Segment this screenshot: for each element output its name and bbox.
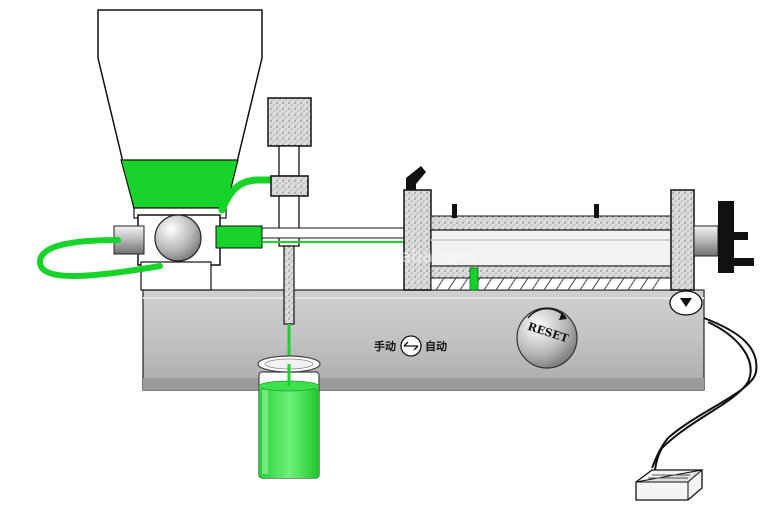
valve-block [113, 214, 221, 291]
manual-label: 手动 [374, 339, 396, 353]
machine-body [142, 289, 705, 391]
mode-switch[interactable]: 手动 自动 [374, 335, 447, 357]
beaker [257, 355, 321, 479]
hopper [97, 9, 263, 219]
piston-cylinder [261, 166, 754, 291]
triangle-down-icon [680, 298, 692, 307]
auto-label: 自动 [425, 339, 447, 353]
indicator-light [669, 290, 703, 316]
pedal-cable [651, 317, 758, 471]
liquid-hoses [36, 176, 286, 279]
watermark: hnys.en.alibaba.com [298, 247, 475, 267]
reset-button[interactable]: RESET [516, 307, 578, 369]
foot-pedal-icon[interactable] [635, 469, 704, 501]
